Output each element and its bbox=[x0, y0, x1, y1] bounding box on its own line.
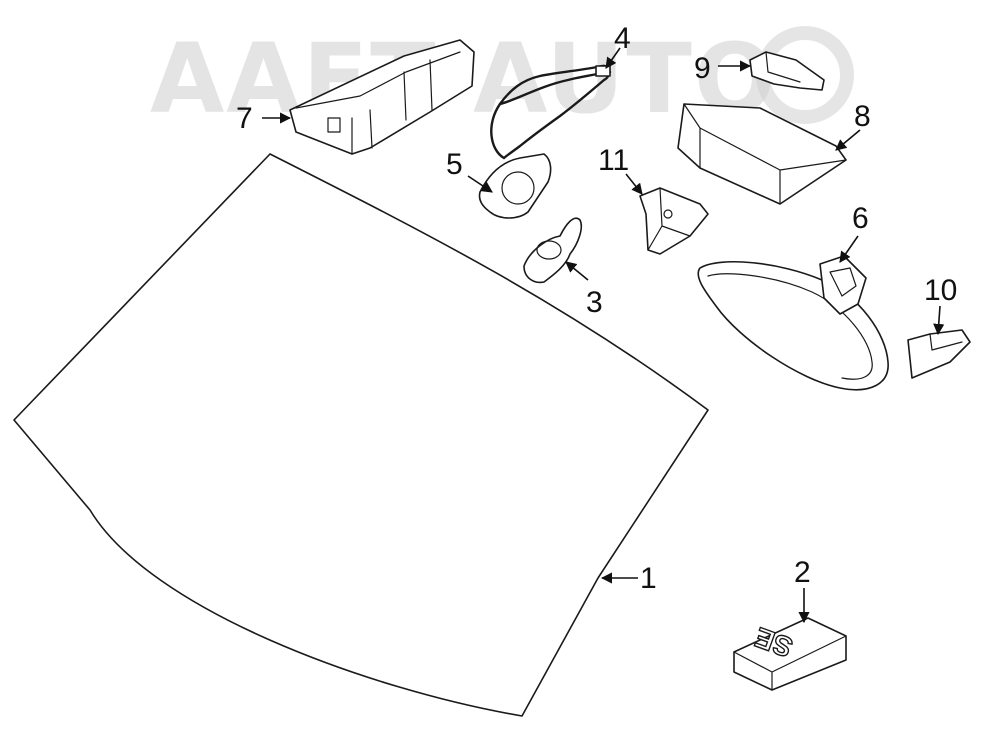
callout-1: 1 bbox=[640, 562, 657, 595]
sensor-module-tab bbox=[327, 117, 341, 133]
callout-6: 6 bbox=[852, 202, 869, 235]
leader-5 bbox=[467, 175, 493, 193]
wire-harness-connector bbox=[595, 65, 611, 77]
part-trim-piece bbox=[907, 329, 971, 379]
mount-clip-hole bbox=[536, 240, 562, 260]
part-mount-clip bbox=[523, 217, 583, 284]
leader-3 bbox=[565, 261, 589, 281]
leader-11 bbox=[625, 173, 643, 195]
part-wire-harness bbox=[490, 64, 612, 160]
mount-clip-body bbox=[523, 217, 583, 284]
bracket-body bbox=[478, 153, 552, 219]
label-block-edges bbox=[733, 635, 847, 691]
part-windshield bbox=[13, 153, 709, 717]
sensor-module-body bbox=[289, 39, 475, 155]
part-cover-tray bbox=[677, 103, 847, 205]
callout-2: 2 bbox=[794, 556, 811, 589]
part-small-clip bbox=[749, 51, 825, 91]
part-bracket-holder bbox=[639, 187, 709, 255]
trim-piece-body bbox=[907, 329, 971, 379]
bracket-ring bbox=[501, 171, 535, 205]
part-rearview-mirror bbox=[697, 255, 889, 391]
callout-9: 9 bbox=[694, 52, 711, 85]
part-label-block: SE bbox=[733, 617, 847, 691]
trim-piece-edge bbox=[929, 333, 963, 351]
callout-3: 3 bbox=[586, 286, 603, 319]
sensor-module-ribs bbox=[295, 51, 461, 155]
bracket-holder-hole bbox=[663, 209, 673, 219]
callout-4: 4 bbox=[614, 22, 631, 55]
callout-10: 10 bbox=[924, 274, 957, 307]
leader-lines bbox=[262, 47, 945, 624]
callout-11: 11 bbox=[598, 144, 629, 177]
mirror-mount-detail bbox=[829, 267, 857, 297]
bracket-holder-body bbox=[639, 187, 709, 255]
callout-7: 7 bbox=[236, 102, 253, 135]
part-sensor-module bbox=[289, 39, 475, 155]
cover-tray-edges bbox=[683, 103, 847, 205]
leader-6 bbox=[839, 235, 859, 263]
bracket-holder-edges bbox=[647, 187, 691, 251]
callout-labels: 1 2 3 4 5 6 7 8 9 10 11 bbox=[236, 22, 957, 595]
callout-5: 5 bbox=[446, 148, 463, 181]
leader-8 bbox=[835, 129, 861, 151]
part-bracket bbox=[478, 153, 552, 219]
mirror-glass-edge bbox=[707, 273, 873, 380]
small-clip-edge bbox=[765, 51, 801, 83]
windshield-glass bbox=[13, 153, 709, 717]
leader-4 bbox=[605, 47, 621, 69]
callout-8: 8 bbox=[854, 100, 871, 133]
leader-10 bbox=[933, 305, 945, 336]
small-clip-body bbox=[749, 51, 825, 91]
